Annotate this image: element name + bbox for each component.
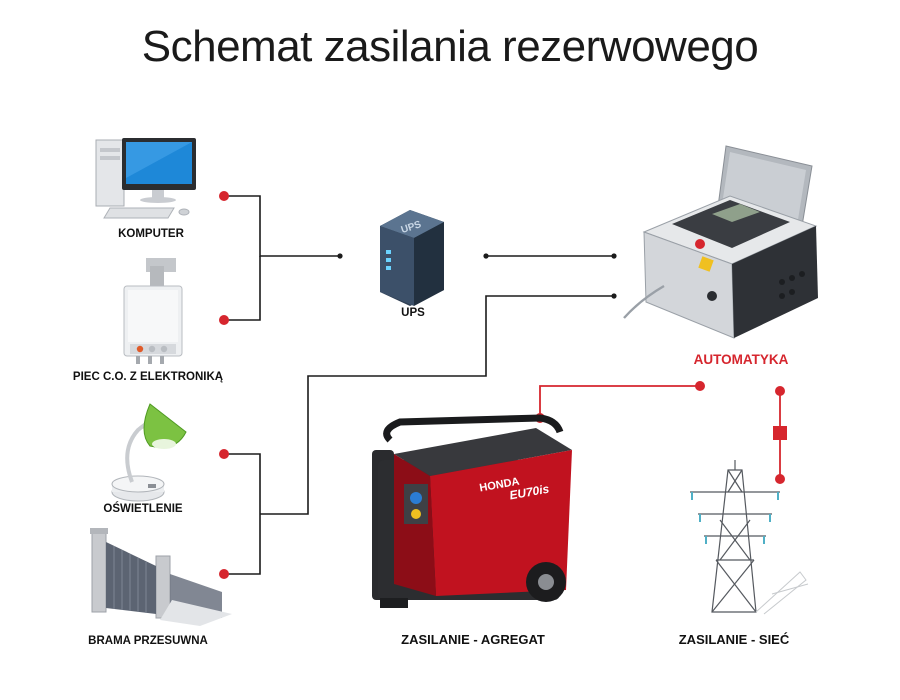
- line-automatyka-to-loads: [260, 295, 614, 515]
- red-square-switch: [773, 426, 787, 440]
- dot-piec: [219, 315, 229, 325]
- label-brama: BRAMA PRZESUWNA: [88, 635, 208, 647]
- line-komputer-to-ups: [224, 195, 340, 257]
- boiler-icon: [123, 258, 183, 364]
- label-komputer: KOMPUTER: [118, 228, 184, 240]
- connector-dots: [219, 191, 617, 579]
- power-pylon-icon: [690, 460, 809, 615]
- dot-ups-out: [483, 253, 489, 259]
- dot-auto-in-1: [611, 253, 617, 259]
- control-box-icon: [623, 145, 818, 339]
- generator-icon: HONDA EU70is: [372, 414, 572, 608]
- dot-komputer: [219, 191, 229, 201]
- label-siec: ZASILANIE - SIEĆ: [678, 632, 790, 647]
- page-title: Schemat zasilania rezerwowego: [141, 22, 759, 71]
- red-dot-siec: [775, 474, 785, 484]
- red-dot-siec-top: [775, 386, 785, 396]
- lamp-icon: [111, 403, 187, 502]
- label-oswietlenie: OŚWIETLENIE: [103, 503, 183, 515]
- dot-auto-in-2: [611, 293, 617, 299]
- label-ups: UPS: [401, 307, 425, 319]
- label-agregat: ZASILANIE - AGREGAT: [401, 632, 545, 647]
- ups-icon: UPS: [380, 210, 444, 306]
- red-line-agregat: [539, 385, 700, 416]
- computer-icon: [95, 138, 196, 219]
- line-oswietlenie-branch: [224, 453, 261, 575]
- generator-model-text: EU70is: [508, 482, 550, 503]
- gate-icon: [90, 528, 232, 626]
- label-piec: PIEC C.O. Z ELEKTRONIKĄ: [72, 371, 224, 383]
- red-connectors: [539, 385, 781, 478]
- line-piec-to-junction: [224, 256, 261, 321]
- red-dot-automatyka: [695, 381, 705, 391]
- dot-ups-in: [337, 253, 343, 259]
- connector-lines: [224, 195, 614, 575]
- dot-oswietlenie: [219, 449, 229, 459]
- label-automatyka: AUTOMATYKA: [693, 352, 789, 367]
- dot-brama: [219, 569, 229, 579]
